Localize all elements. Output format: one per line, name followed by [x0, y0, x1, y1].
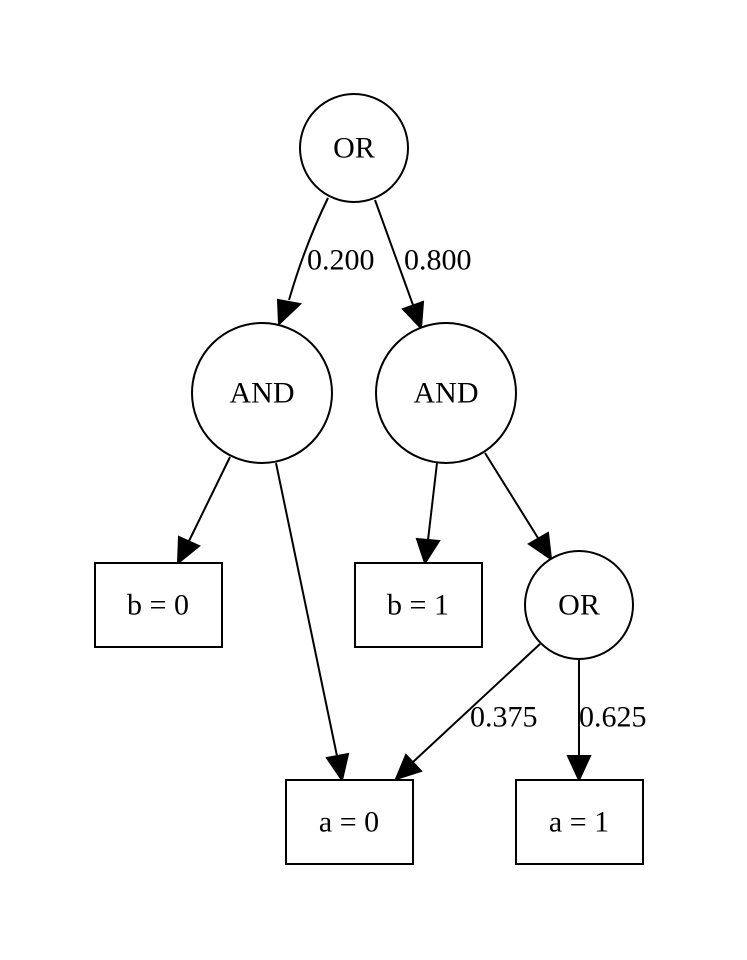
- node-label-and-right: AND: [414, 377, 479, 410]
- edge-root-to-and-left: [276, 197, 329, 327]
- edge-and-right-to-inner-or: [484, 452, 553, 562]
- node-label-b-equals-0: b = 0: [127, 589, 189, 622]
- edge-label-0-800: 0.800: [404, 244, 472, 277]
- node-label-a-equals-1: a = 1: [549, 806, 609, 839]
- node-label-b-equals-1: b = 1: [387, 589, 449, 622]
- nodes: OR AND AND OR b = 0 b = 1 a = 0: [94, 93, 644, 865]
- edge-root-to-and-right: [374, 199, 425, 331]
- node-a-equals-1: a = 1: [515, 779, 644, 865]
- edge-and-left-to-b0: [176, 456, 231, 566]
- edge-label-0-375: 0.375: [470, 701, 538, 734]
- node-a-equals-0: a = 0: [285, 779, 414, 865]
- node-and-right: AND: [375, 322, 517, 464]
- node-inner-or: OR: [524, 550, 634, 660]
- edge-inner-or-to-a1: [566, 660, 592, 783]
- edge-label-0-200: 0.200: [307, 244, 375, 277]
- edge-and-right-to-b1: [415, 462, 441, 566]
- node-label-a-equals-0: a = 0: [319, 806, 379, 839]
- node-label-inner-or: OR: [558, 589, 600, 622]
- node-b-equals-0: b = 0: [94, 562, 223, 648]
- edges: [176, 197, 592, 783]
- edge-label-0-625: 0.625: [579, 701, 647, 734]
- edge-and-left-to-a0: [275, 462, 350, 783]
- node-label-root-or: OR: [333, 132, 375, 165]
- node-b-equals-1: b = 1: [354, 562, 483, 648]
- node-and-left: AND: [191, 322, 333, 464]
- edge-inner-or-to-a0: [394, 643, 541, 781]
- node-label-and-left: AND: [230, 377, 295, 410]
- node-root-or: OR: [299, 93, 409, 203]
- edge-labels: 0.200 0.800 0.375 0.625: [307, 244, 647, 734]
